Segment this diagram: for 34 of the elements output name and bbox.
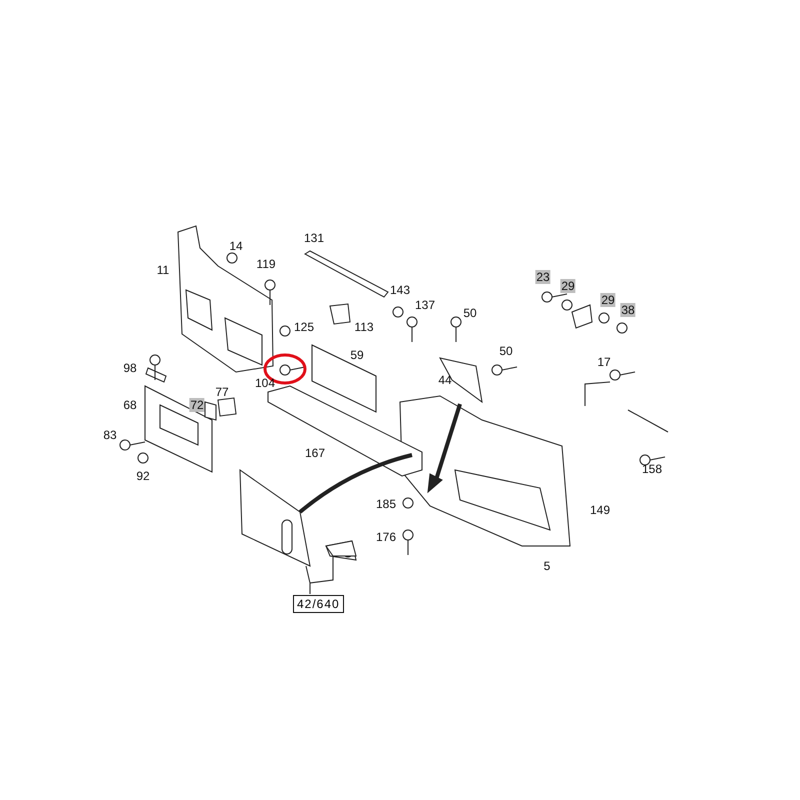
callout-number: 104 — [254, 376, 276, 390]
callout-number: 68 — [123, 398, 137, 412]
callout-number: 185 — [376, 497, 396, 511]
callout-number: 92 — [136, 469, 150, 483]
callout-number: 131 — [304, 231, 324, 245]
callout-number: 149 — [590, 503, 610, 517]
callout-number: 113 — [354, 320, 374, 334]
bracket-drawing — [325, 540, 357, 556]
callout-number: 29 — [600, 293, 616, 307]
callout-number: 44 — [438, 373, 452, 387]
callout-number: 176 — [376, 530, 396, 544]
callout-number: 11 — [156, 263, 170, 277]
callout-number: 29 — [560, 279, 576, 293]
callout-number: 77 — [215, 385, 229, 399]
callout-number: 14 — [229, 239, 243, 253]
callout-number: 50 — [499, 344, 513, 358]
callout-number: 83 — [103, 428, 117, 442]
callout-number: 125 — [294, 320, 314, 334]
leader-line — [310, 556, 334, 594]
callout-number: 38 — [620, 303, 636, 317]
callout-number: 167 — [304, 446, 326, 460]
callout-number: 98 — [123, 361, 137, 375]
callout-number: 158 — [642, 462, 662, 476]
callout-number: 5 — [544, 559, 550, 573]
callout-number: 72 — [189, 398, 205, 412]
callout-number: 143 — [390, 283, 410, 297]
callout-number: 23 — [535, 270, 551, 284]
callout-number: 137 — [414, 298, 436, 312]
callout-number: 59 — [350, 348, 364, 362]
callout-number: 119 — [256, 257, 276, 271]
callout-box: 42/640 — [293, 595, 344, 613]
callout-number: 17 — [597, 355, 611, 369]
callout-number: 50 — [463, 306, 477, 320]
lamp-drawing — [239, 469, 311, 567]
